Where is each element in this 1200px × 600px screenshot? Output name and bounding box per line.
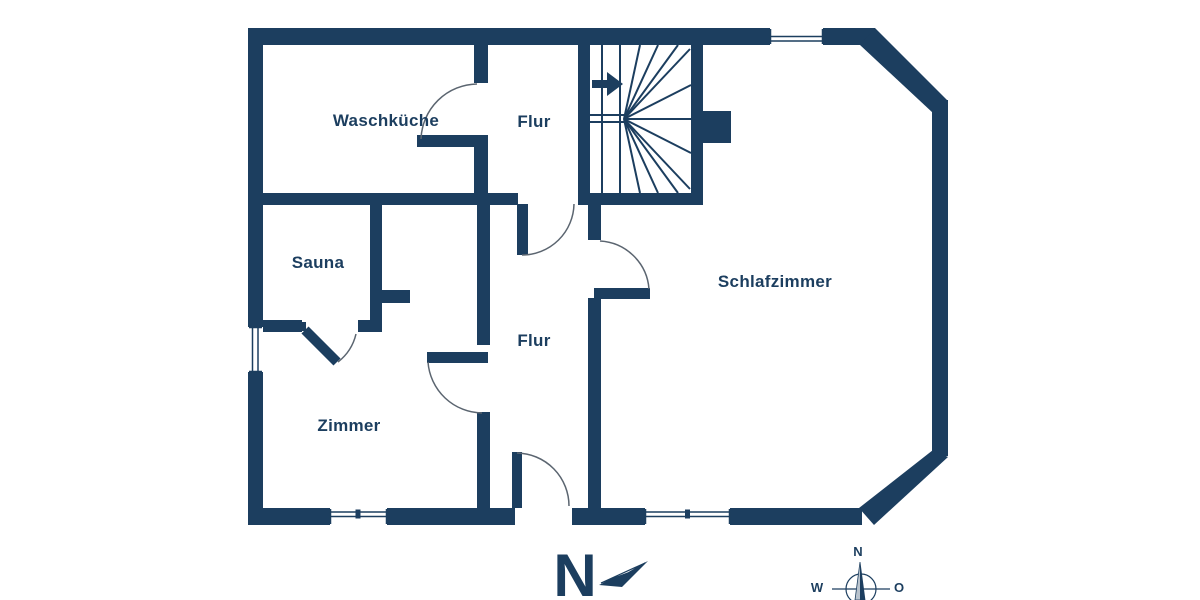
window-bottom-left — [329, 509, 388, 524]
door-arc-sauna — [337, 333, 357, 363]
door-arc-waschkueche — [420, 83, 478, 140]
door-arc-entrance — [516, 452, 570, 507]
doors — [297, 83, 650, 508]
room-label-schlafzimmer: Schlafzimmer — [718, 272, 832, 291]
door-leaf-waschkueche — [417, 135, 488, 147]
door-arc-schlafzimmer — [599, 240, 650, 290]
interior-walls — [260, 45, 601, 508]
room-label-flur-middle: Flur — [517, 331, 550, 350]
compass-rose-icon: N W O — [811, 544, 904, 600]
room-label-sauna: Sauna — [292, 253, 345, 272]
door-hinge-sauna — [297, 322, 306, 331]
window-top — [769, 29, 824, 44]
north-arrow-icon — [599, 561, 648, 587]
door-leaf-schlafzimmer — [594, 288, 650, 299]
exterior-walls — [248, 28, 948, 525]
door-arc-flur-top — [521, 203, 575, 256]
room-label-flur-top: Flur — [517, 112, 550, 131]
door-leaf-entrance — [512, 452, 522, 508]
door-leaf-zimmer — [427, 352, 488, 363]
north-letter: N — [553, 542, 596, 600]
compass-west-label: W — [811, 580, 824, 595]
door-arc-zimmer — [427, 361, 483, 414]
door-leaf-sauna — [301, 326, 341, 366]
stair-treads — [590, 44, 692, 194]
room-label-zimmer: Zimmer — [317, 416, 380, 435]
compass-needle — [854, 561, 866, 600]
north-indicator: N — [553, 542, 648, 600]
window-left — [249, 326, 262, 373]
staircase — [578, 44, 731, 205]
room-label-waschkueche: Waschküche — [333, 111, 439, 130]
room-labels: Waschküche Flur Sauna Schlafzimmer Flur … — [292, 111, 832, 435]
compass-east-label: O — [894, 580, 904, 595]
window-bottom-right — [644, 509, 731, 524]
right-arrow-icon — [592, 72, 623, 96]
windows — [249, 29, 824, 524]
chimney-block — [703, 111, 731, 143]
door-leaf-flur-top — [517, 204, 528, 255]
compass-north-label: N — [853, 544, 862, 559]
